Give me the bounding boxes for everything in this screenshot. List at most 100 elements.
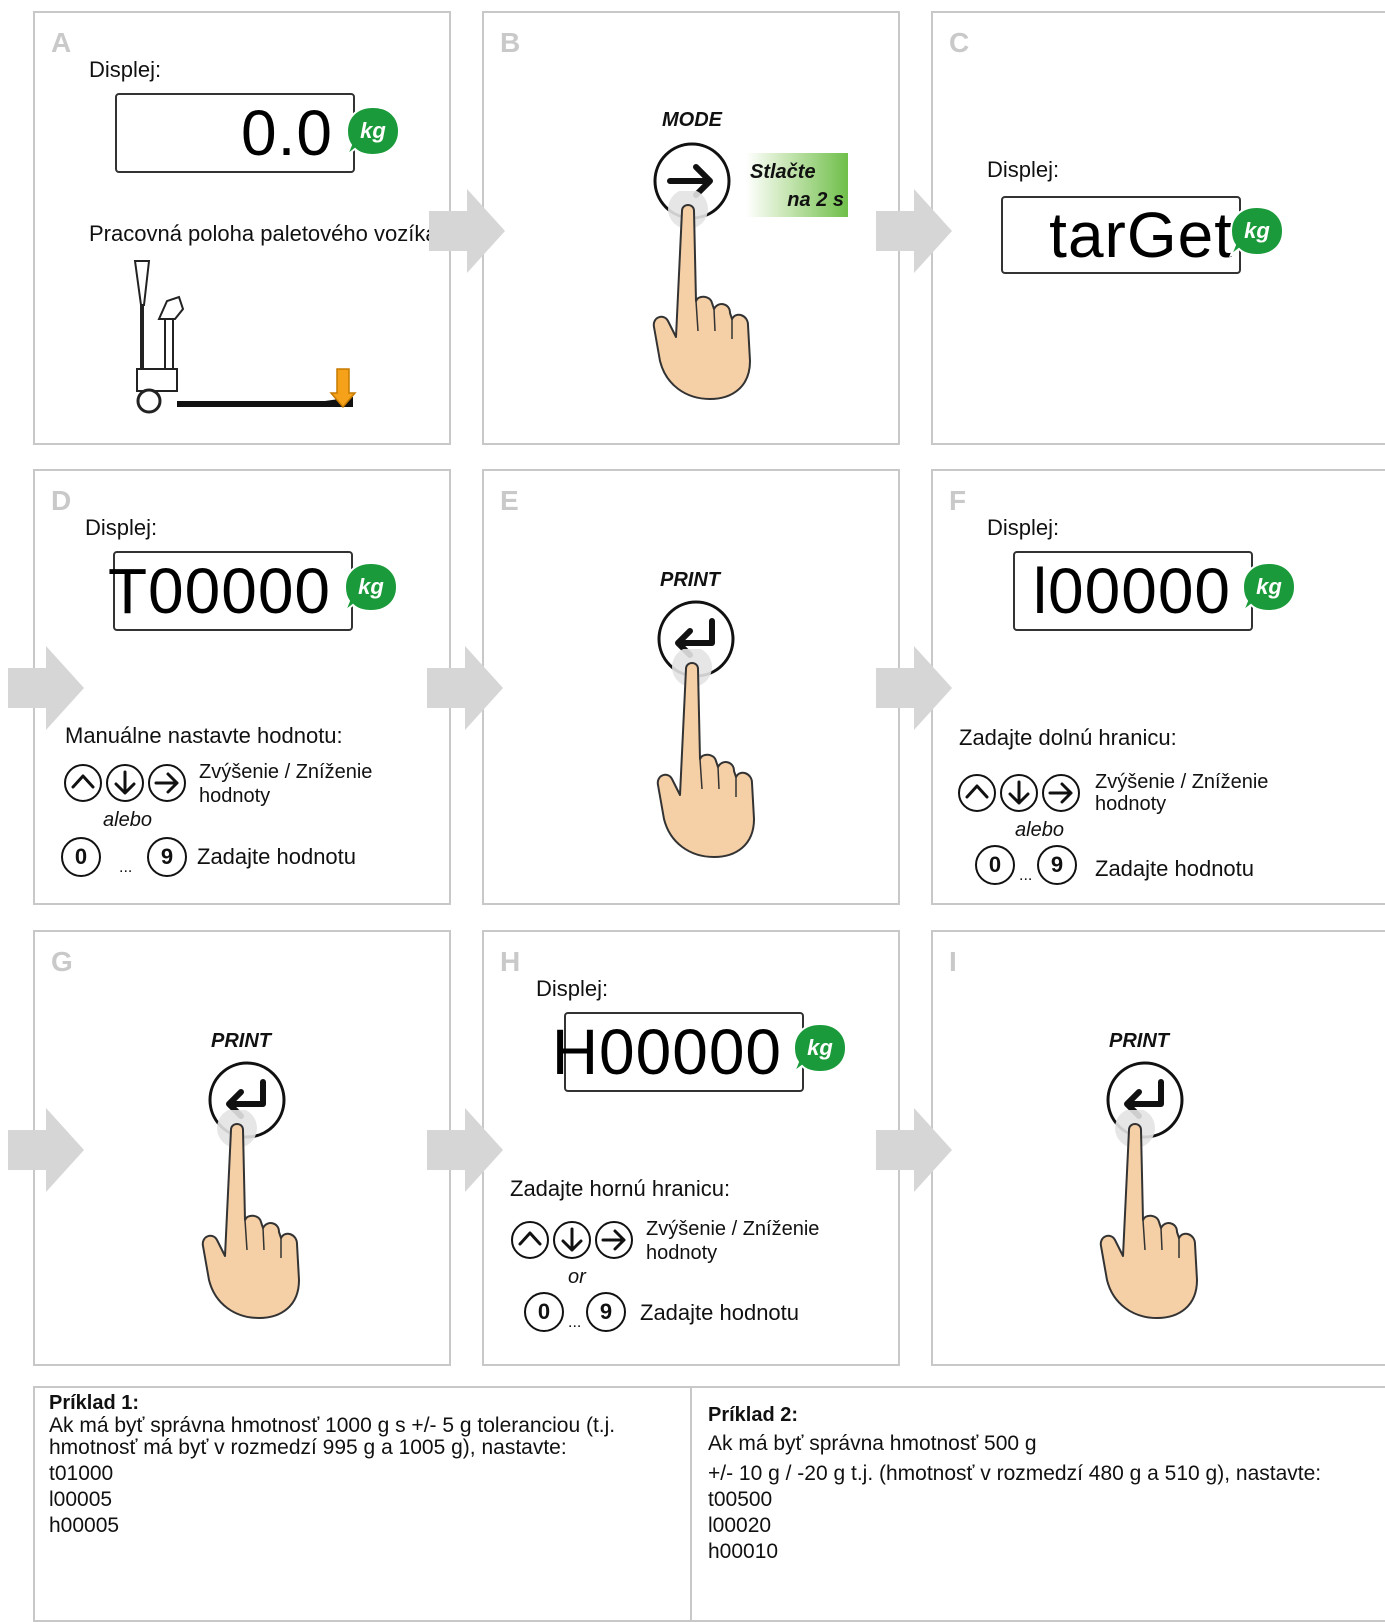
- key-9[interactable]: 9: [586, 1292, 626, 1332]
- panel-letter: D: [51, 485, 72, 516]
- kg-bubble-icon: [345, 105, 401, 157]
- display-value: H00000: [551, 1016, 782, 1088]
- panel-f: F Displej: l00000 Zadajte dolnú hranicu:…: [931, 469, 1385, 905]
- example-2-line2: +/- 10 g / -20 g t.j. (hmotnosť v rozmed…: [708, 1462, 1322, 1485]
- press-note: Stlačte na 2 s: [746, 153, 848, 217]
- example-1-line2: hmotnosť má byť v rozmedzí 995 g a 1005 …: [49, 1436, 567, 1459]
- example-1-title: Príklad 1:: [49, 1392, 140, 1414]
- panel-letter: C: [949, 27, 970, 58]
- inc-dec-line2: hodnoty: [1095, 793, 1167, 815]
- inc-dec-line1: Zvýšenie / Zníženie: [646, 1218, 820, 1240]
- panel-letter: B: [500, 27, 521, 58]
- flow-arrow-icon: [427, 1108, 503, 1192]
- hand-press-icon: [652, 191, 772, 401]
- down-arrow-key-icon[interactable]: [999, 773, 1039, 813]
- scale-display: tarGet: [1001, 196, 1241, 274]
- scale-display: 0.0: [115, 93, 355, 173]
- panel-letter: I: [949, 946, 957, 977]
- panel-e: E PRINT: [482, 469, 900, 905]
- panel-letter: H: [500, 946, 521, 977]
- instruction: Zadajte dolnú hranicu:: [959, 725, 1177, 750]
- inc-dec-line2: hodnoty: [199, 785, 271, 807]
- key-0[interactable]: 0: [524, 1292, 564, 1332]
- panel-letter: A: [51, 27, 72, 58]
- mode-key-label: MODE: [662, 109, 722, 131]
- example-2-value1: t00500: [708, 1488, 773, 1511]
- position-caption: Pracovná poloha paletového vozíka:: [89, 221, 444, 246]
- key-0[interactable]: 0: [975, 845, 1015, 885]
- flow-arrow-icon: [427, 646, 503, 730]
- pallet-truck-icon: [133, 260, 357, 414]
- enter-value-text: Zadajte hodnotu: [640, 1300, 800, 1325]
- up-arrow-key-icon[interactable]: [63, 763, 103, 803]
- display-value: l00000: [1032, 555, 1231, 627]
- panel-b: B MODE Stlačte na 2 s: [482, 11, 900, 445]
- print-key-label: PRINT: [211, 1030, 271, 1052]
- example-2-box: Príklad 2: Ak má byť správna hmotnosť 50…: [690, 1386, 1385, 1622]
- example-2-value2: l00020: [708, 1514, 772, 1537]
- example-1-value1: t01000: [49, 1462, 114, 1485]
- scale-display: T00000: [108, 551, 353, 631]
- panel-letter: E: [500, 485, 519, 516]
- flow-arrow-icon: [876, 189, 952, 273]
- display-caption: Displej:: [85, 515, 158, 540]
- kg-bubble-icon: [1229, 205, 1285, 257]
- panel-letter: G: [51, 946, 73, 977]
- example-2-line1: Ak má byť správna hmotnosť 500 g: [708, 1432, 1037, 1455]
- ellipsis: ...: [568, 1314, 582, 1331]
- right-arrow-key-icon[interactable]: [594, 1220, 634, 1260]
- press-note-line1: Stlačte: [750, 161, 816, 183]
- hand-press-icon: [656, 649, 776, 859]
- flow-arrow-icon: [876, 646, 952, 730]
- enter-value-text: Zadajte hodnotu: [1095, 856, 1255, 881]
- example-1-value2: l00005: [49, 1488, 113, 1511]
- down-arrow-key-icon[interactable]: [105, 763, 145, 803]
- or-text: or: [568, 1266, 586, 1288]
- example-2-value3: h00010: [708, 1540, 779, 1563]
- right-arrow-key-icon[interactable]: [147, 763, 187, 803]
- display-caption: Displej:: [89, 57, 162, 82]
- flow-arrow-icon: [8, 1108, 84, 1192]
- instruction: Manuálne nastavte hodnotu:: [65, 723, 343, 748]
- panel-letter: F: [949, 485, 967, 516]
- inc-dec-line1: Zvýšenie / Zníženie: [199, 761, 373, 783]
- scale-display: H00000: [552, 1012, 804, 1092]
- example-2-title: Príklad 2:: [708, 1404, 799, 1426]
- or-text: alebo: [1015, 819, 1064, 841]
- display-caption: Displej:: [987, 157, 1060, 182]
- panel-a: A Displej: 0.0 Pracovná poloha paletovéh…: [33, 11, 451, 445]
- or-text: alebo: [103, 809, 152, 831]
- panel-d: D Displej: T00000 Manuálne nastavte hodn…: [33, 469, 451, 905]
- example-1-box: Príklad 1: Ak má byť správna hmotnosť 10…: [33, 1386, 692, 1622]
- flow-arrow-icon: [429, 189, 505, 273]
- inc-dec-line1: Zvýšenie / Zníženie: [1095, 771, 1269, 793]
- right-arrow-key-icon[interactable]: [1041, 773, 1081, 813]
- flow-arrow-icon: [8, 646, 84, 730]
- display-value: 0.0: [241, 97, 333, 169]
- ellipsis: ...: [1019, 867, 1033, 884]
- display-caption: Displej:: [987, 515, 1060, 540]
- hand-press-icon: [201, 1110, 321, 1320]
- kg-bubble-icon: [1241, 561, 1297, 613]
- key-9[interactable]: 9: [1037, 845, 1077, 885]
- kg-bubble-icon: [343, 561, 399, 613]
- panel-c: C Displej: tarGet: [931, 11, 1385, 445]
- print-key-label: PRINT: [660, 569, 720, 591]
- key-0[interactable]: 0: [61, 837, 101, 877]
- up-arrow-key-icon[interactable]: [510, 1220, 550, 1260]
- up-arrow-key-icon[interactable]: [957, 773, 997, 813]
- flow-arrow-icon: [876, 1108, 952, 1192]
- example-1-line1: Ak má byť správna hmotnosť 1000 g s +/- …: [49, 1414, 616, 1437]
- instruction: Zadajte hornú hranicu:: [510, 1176, 731, 1201]
- panel-g: G PRINT: [33, 930, 451, 1366]
- example-1-value3: h00005: [49, 1514, 120, 1537]
- scale-display: l00000: [1013, 551, 1253, 631]
- kg-bubble-icon: [792, 1022, 848, 1074]
- panel-h: H Displej: H00000 Zadajte hornú hranicu:…: [482, 930, 900, 1366]
- ellipsis: ...: [119, 859, 133, 876]
- key-9[interactable]: 9: [147, 837, 187, 877]
- down-arrow-key-icon[interactable]: [552, 1220, 592, 1260]
- panel-i: I PRINT: [931, 930, 1385, 1366]
- display-value: T00000: [107, 555, 331, 627]
- display-caption: Displej:: [536, 976, 609, 1001]
